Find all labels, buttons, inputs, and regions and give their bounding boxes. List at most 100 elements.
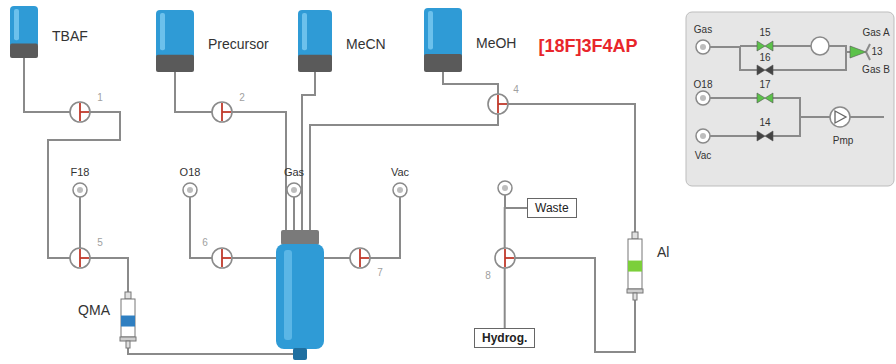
vial-highlight — [428, 11, 433, 49]
vial-base — [156, 55, 194, 72]
ports — [73, 181, 512, 197]
vial-shape — [10, 6, 38, 58]
cartridge-shape — [627, 232, 643, 300]
reagent-label: MeCN — [346, 36, 386, 52]
valve — [212, 102, 232, 122]
vial-shape — [298, 10, 332, 72]
valve-open — [757, 93, 773, 103]
valve — [350, 248, 370, 268]
cartridge-outlet — [126, 341, 130, 348]
port — [498, 181, 512, 195]
cartridge-packing — [628, 261, 642, 272]
port — [183, 183, 197, 197]
reagent-vial: MeOH — [424, 8, 462, 72]
vial-body — [10, 6, 38, 48]
tube — [128, 348, 293, 354]
tubing — [80, 72, 635, 354]
valve-closed — [757, 131, 773, 141]
callout-label: 8 — [485, 270, 491, 282]
callout-label: Vac — [391, 166, 409, 179]
valve — [70, 102, 90, 122]
callout-label: Vac — [695, 150, 712, 162]
callout-label: 2 — [239, 92, 245, 104]
box-label: Hydrog. — [482, 331, 527, 345]
callout-label: Gas B — [862, 64, 890, 76]
vial-body — [424, 8, 462, 59]
tube — [866, 44, 870, 52]
callout-label: 1 — [97, 92, 103, 104]
cartridge-outlet — [633, 293, 637, 300]
tube — [740, 45, 757, 47]
callout-label: 5 — [97, 237, 103, 249]
callout-label: 17 — [759, 79, 770, 91]
inset-tubing — [710, 44, 884, 136]
vial-highlight — [14, 9, 19, 40]
cartridge: Al — [627, 232, 643, 300]
tube — [773, 52, 846, 70]
valve — [70, 248, 90, 268]
cartridge-inlet — [125, 292, 131, 299]
reagent-vial: MeCN — [298, 10, 332, 72]
tube — [800, 116, 830, 118]
callout-label: F18 — [71, 166, 90, 179]
callout-label: 14 — [759, 117, 770, 129]
vial-highlight — [160, 13, 165, 50]
port — [393, 183, 407, 197]
callout-label: O18 — [694, 79, 713, 91]
port — [696, 91, 710, 105]
port — [73, 183, 87, 197]
callout-label: O18 — [180, 166, 201, 179]
cartridge-shape — [120, 292, 136, 348]
callout-label: Pmp — [833, 135, 854, 147]
vial-body — [156, 10, 194, 60]
port — [696, 40, 710, 54]
port — [287, 183, 301, 197]
reagent-vial: TBAF — [10, 6, 38, 58]
inset-panel — [686, 12, 894, 186]
three-way-valve — [850, 46, 866, 58]
callout-label: Gas — [694, 24, 712, 36]
process-box: Hydrog. — [474, 328, 535, 348]
port — [696, 129, 710, 143]
tube — [710, 135, 757, 137]
tube — [710, 97, 757, 99]
callout-label: Gas — [284, 166, 304, 179]
tube — [293, 197, 295, 230]
tube — [710, 47, 757, 70]
tube-connector — [24, 58, 128, 292]
valves — [70, 94, 515, 268]
cartridge-flange — [627, 289, 643, 293]
tube — [190, 197, 212, 258]
pump-symbol — [830, 107, 850, 127]
callout-label: 16 — [759, 52, 770, 64]
vial-highlight — [302, 13, 307, 50]
vial-shape — [156, 10, 194, 72]
reactor-highlight — [284, 250, 292, 340]
tube — [302, 72, 315, 230]
box-label: Waste — [535, 201, 569, 215]
gas-inset — [686, 12, 894, 186]
process-box: Waste — [527, 198, 577, 218]
reactor-outlet — [293, 348, 307, 360]
tube — [829, 46, 850, 52]
cartridge-body — [121, 299, 135, 337]
tube — [850, 116, 884, 118]
reagent-label: Precursor — [208, 36, 269, 52]
tube — [324, 257, 350, 259]
cartridge: QMA — [120, 292, 136, 348]
pump-arrow — [835, 111, 846, 123]
cartridge-packing — [121, 316, 135, 327]
tube — [232, 112, 286, 230]
vial-shape — [424, 8, 462, 72]
reactor-body — [276, 244, 324, 349]
valve — [488, 94, 508, 114]
cartridge-flange — [120, 337, 136, 341]
vial-body — [298, 10, 332, 60]
valve-closed — [757, 65, 773, 75]
flow-meter — [811, 37, 829, 55]
tube — [504, 195, 506, 207]
reagent-label: TBAF — [52, 28, 88, 44]
tube — [773, 45, 811, 47]
tube — [443, 72, 498, 94]
